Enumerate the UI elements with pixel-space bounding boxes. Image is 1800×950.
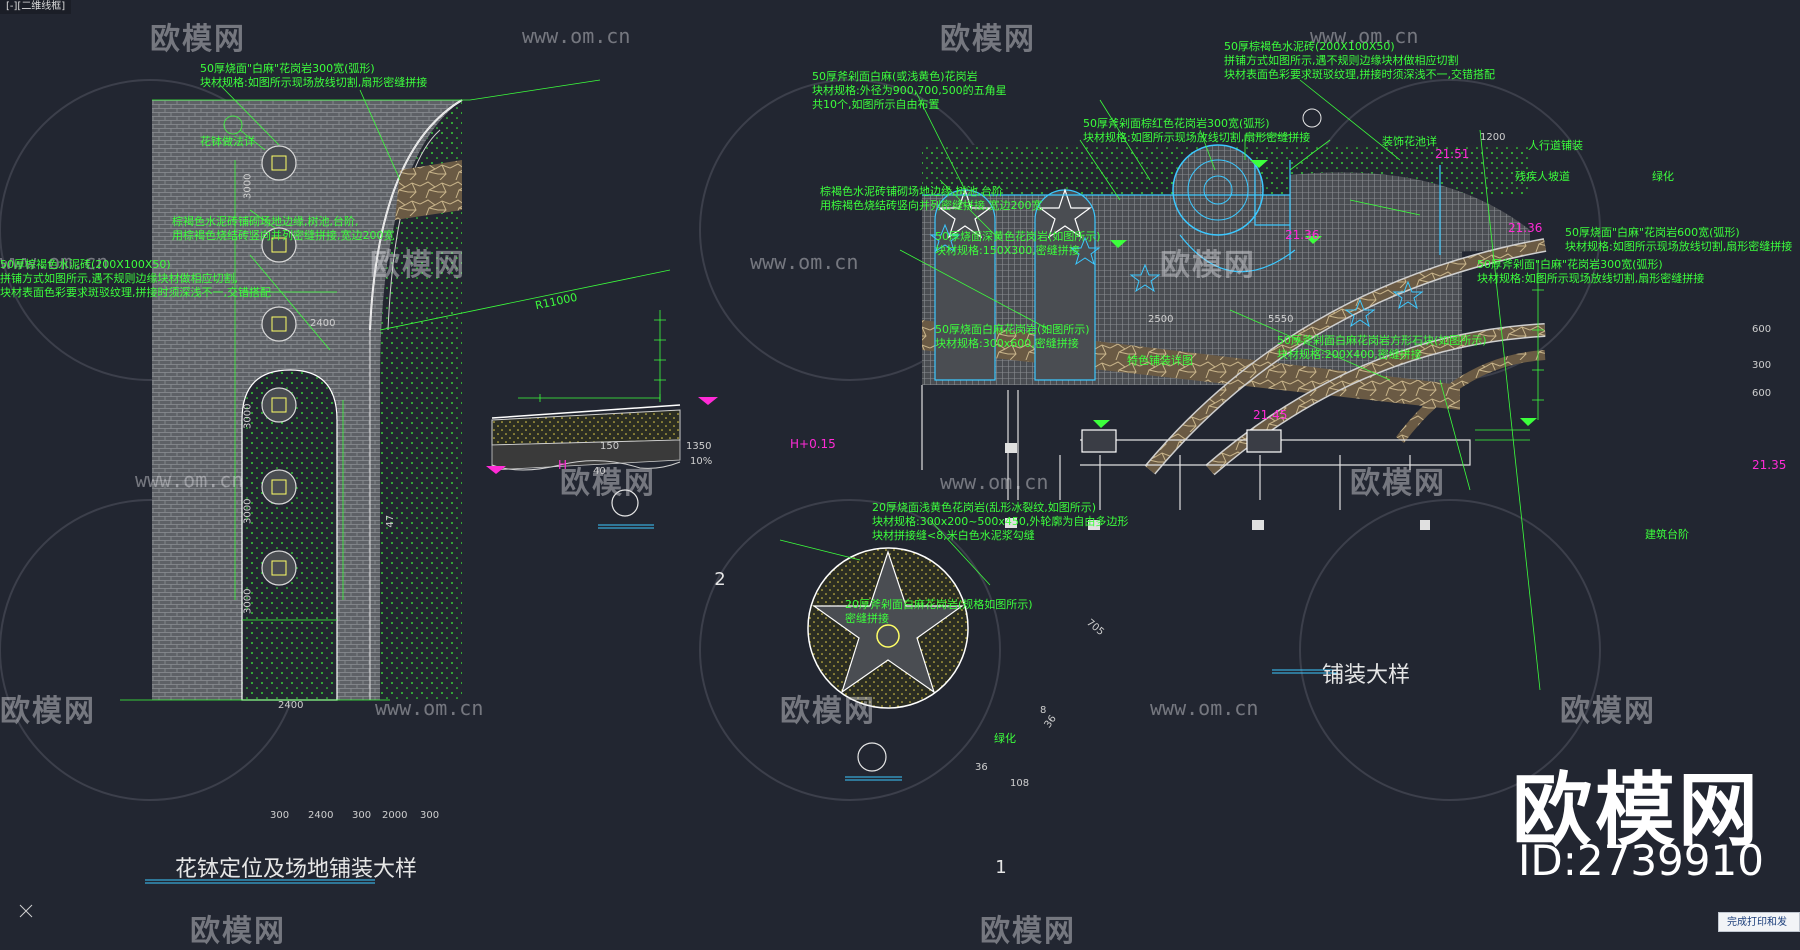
elevation-2145: 21.45	[1253, 408, 1288, 422]
note-right-11: 50厚斧剁面"白麻"花岗岩300宽(弧形) 块材规格:如图所示现场放线切割,扇形…	[1477, 258, 1705, 285]
dim-300: 300	[1752, 360, 1772, 371]
dim-1200: 1200	[1480, 132, 1506, 143]
section-2	[486, 310, 718, 529]
watermark-url: www.om.cn	[522, 24, 631, 48]
dim-3000: 3000	[242, 498, 254, 524]
right-plan	[899, 79, 1547, 691]
dim-3000: 3000	[242, 173, 254, 199]
dim-2400: 2400	[308, 810, 334, 821]
watermark-brand: 欧模网	[370, 248, 466, 283]
ucs-icon	[19, 904, 33, 918]
note-right-3: 50厚斧剁面棕红色花岗岩300宽(弧形) 块材规格:如图所示现场放线切割,扇形密…	[1083, 117, 1311, 144]
dim-2400-bottom: 2400	[278, 700, 304, 711]
slope-label: 10%	[690, 456, 713, 467]
detail-2-number: 2	[714, 569, 726, 590]
watermark-url: www.om.cn	[750, 250, 859, 274]
note-right-14: 特色铺装详图	[1127, 354, 1193, 367]
watermark-brand: 欧模网	[0, 694, 96, 729]
dim-2000: 2000	[382, 810, 408, 821]
note-right-15: 20厚烧面浅黄色花岗岩(乱形冰裂纹,如图所示) 块材规格:300x200~500…	[872, 501, 1129, 542]
note-right-12: 50厚烧面白麻花岗岩(如图所示) 块材规格:300x600,密缝拼接	[935, 323, 1090, 350]
dim-2400-top: 2400	[310, 318, 336, 329]
note-left-4: 50厚棕褐色水泥砖(200X100X50) 拼铺方式如图所示,遇不规则边缘块材做…	[0, 258, 271, 299]
note-left-1: 50厚烧面"白麻"花岗岩300宽(弧形) 块材规格:如图所示现场放线切割,扇形密…	[200, 62, 428, 89]
dim-40: 40	[593, 466, 606, 477]
dim-1350: 1350	[686, 441, 712, 452]
elev-h: H	[558, 458, 568, 472]
watermark-url: www.om.cn	[940, 470, 1049, 494]
note-right-16: 建筑台阶	[1645, 528, 1689, 541]
dim-2500: 2500	[1148, 314, 1174, 325]
note-right-10: 50厚烧面"白麻"花岗岩600宽(弧形) 块材规格:如图所示现场放线切割,扇形密…	[1565, 226, 1793, 253]
note-right-7: 绿化	[1652, 170, 1674, 183]
note-left-2: 花钵做法详	[200, 135, 255, 148]
watermark-brand: 欧模网	[780, 694, 876, 729]
watermark-url: www.om.cn	[0, 250, 109, 274]
watermark-rings	[0, 79, 1601, 801]
detail-1-number: 1	[995, 857, 1007, 878]
watermark-brand: 欧模网	[940, 22, 1036, 57]
title-left: 花钵定位及场地铺装大样	[175, 857, 418, 882]
dim-47: 47	[385, 514, 397, 528]
elevation-2135: 21.35	[1752, 458, 1787, 472]
detail-1-star	[779, 519, 991, 781]
note-right-13: 50厚斧剁面白麻花岗岩方形石块(如图所示) 块材规格:200X400,密缝拼接	[1277, 334, 1487, 361]
left-title-underline	[145, 879, 375, 884]
title-right: 铺装大样	[1322, 663, 1411, 688]
watermark-brand: 欧模网	[980, 914, 1076, 949]
watermark-brand: 欧模网	[150, 22, 246, 57]
note-right-1: 50厚斧剁面白麻(或浅黄色)花岗岩 块材规格:外径为900,700,500的五角…	[812, 70, 1007, 111]
dim-3000: 3000	[242, 403, 254, 429]
elevation-2136: 21.36	[1285, 228, 1320, 242]
watermark-url: www.om.cn	[135, 468, 244, 492]
watermark-brand: 欧模网	[560, 466, 656, 501]
watermark-brand: 欧模网	[1560, 694, 1656, 729]
dim-5550: 5550	[1268, 314, 1294, 325]
watermark-brand: 欧模网	[1160, 248, 1256, 283]
elevation-2136: 21.36	[1508, 221, 1543, 235]
dim-600: 600	[1752, 324, 1772, 335]
note-right-5: 人行道铺装	[1528, 139, 1583, 152]
note-right-8: 棕褐色水泥砖铺砌场地边缘,树池,台阶 用棕褐色烧结砖竖向并列密缝拼接,宽边200…	[820, 185, 1043, 212]
dim-600: 600	[1752, 388, 1772, 399]
watermark-url: www.om.cn	[1310, 24, 1419, 48]
print-complete-toast[interactable]: 完成打印和发	[1718, 912, 1800, 932]
dim-36: 36	[975, 762, 988, 773]
left-plan	[120, 79, 671, 701]
note-left-3: 棕褐色水泥砖铺砌场地边缘,树池,台阶, 用棕褐色烧结砖竖向并列密缝拼接,宽边20…	[172, 215, 395, 242]
dim-108: 108	[1010, 778, 1030, 789]
note-right-4: 装饰花池详	[1382, 135, 1437, 148]
elev-h015: H+0.15	[790, 437, 836, 451]
brand-logo-text: 欧模网	[1512, 764, 1761, 857]
dim-150: 150	[600, 441, 620, 452]
watermark-brand: 欧模网	[190, 914, 286, 949]
brand-id: ID:2739910	[1518, 836, 1764, 885]
dim-300: 300	[352, 810, 372, 821]
note-right-6: 残疾人坡道	[1515, 170, 1570, 183]
dim-3000: 3000	[242, 588, 254, 614]
watermark-url: www.om.cn	[375, 696, 484, 720]
watermark-url: www.om.cn	[1150, 696, 1259, 720]
dim-300: 300	[420, 810, 440, 821]
note-right-9: 50厚烧面深黄色花岗岩(如图所示) 块材规格:150X300,密缝拼接	[935, 230, 1101, 257]
label-green: 绿化	[994, 732, 1016, 745]
viewport-tab[interactable]: [-][二维线框]	[0, 0, 72, 14]
dim-300: 300	[270, 810, 290, 821]
elevation-2151: 21.51	[1435, 147, 1470, 161]
dim-8: 8	[1040, 705, 1047, 716]
note-detail1: 20厚斧剁面白麻花岗岩(规格如图所示) 密缝拼接	[845, 598, 1033, 625]
note-right-2: 50厚棕褐色水泥砖(200X100X50) 拼铺方式如图所示,遇不规则边缘块材做…	[1224, 40, 1495, 81]
watermark-brand: 欧模网	[1350, 466, 1446, 501]
